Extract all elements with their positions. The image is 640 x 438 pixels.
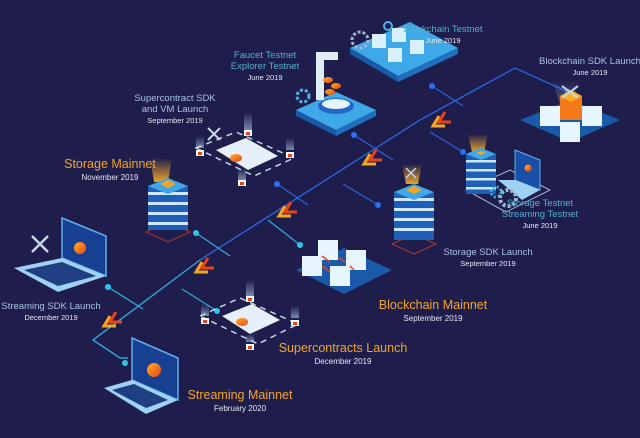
chevron-arrow-icon bbox=[193, 257, 214, 274]
milestone-title: Blockchain SDK Launch bbox=[539, 56, 640, 67]
milestone-title-line: Storage Testnet bbox=[506, 198, 574, 209]
server-stack-icon bbox=[144, 158, 192, 243]
branch-blockchain-mainnet bbox=[267, 219, 301, 246]
milestone-date: June 2019 bbox=[522, 220, 558, 230]
milestone-date: December 2019 bbox=[314, 357, 372, 367]
timeline-trunk-lower bbox=[91, 259, 201, 359]
milestone-title-line: Explorer Testnet bbox=[230, 60, 300, 72]
milestone-storage-mainnet: Storage Mainnet November 2019 bbox=[55, 157, 165, 183]
milestone-date: September 2019 bbox=[147, 115, 203, 125]
timeline-trunk-upper bbox=[199, 67, 569, 261]
milestone-title-line: Faucet Testnet bbox=[233, 50, 297, 61]
branch-storage-streaming bbox=[429, 131, 464, 153]
milestone-blockchain-sdk-launch: Blockchain SDK Launch June 2019 bbox=[530, 56, 640, 78]
milestone-date: June 2019 bbox=[425, 35, 461, 45]
milestone-storage-streaming-testnet: Storage Testnet Streaming Testnet June 2… bbox=[485, 198, 595, 230]
blockchain-cubes-tools-icon bbox=[520, 80, 620, 142]
milestone-date: September 2019 bbox=[460, 258, 516, 268]
milestone-title: Streaming SDK Launch bbox=[1, 301, 101, 312]
node-dot bbox=[460, 149, 466, 155]
branch-supercontracts bbox=[181, 288, 218, 312]
branch-faucet bbox=[353, 134, 394, 161]
blockchain-platform-icon bbox=[350, 21, 458, 82]
branch-storage-sdk bbox=[342, 183, 379, 206]
milestone-date: February 2020 bbox=[213, 404, 267, 414]
node-dot bbox=[375, 202, 381, 208]
milestone-faucet-explorer-testnet: Faucet Testnet Explorer Testnet June 201… bbox=[210, 50, 320, 82]
milestone-title: Blockchain Mainnet bbox=[378, 298, 488, 312]
milestone-blockchain-testnet: Blockchain Testnet June 2019 bbox=[383, 24, 503, 46]
milestone-supercontract-sdk-vm-launch: Supercontract SDK and VM Launch Septembe… bbox=[120, 93, 230, 125]
milestone-date: June 2019 bbox=[572, 67, 608, 77]
milestone-streaming-mainnet: Streaming Mainnet February 2020 bbox=[180, 388, 300, 414]
milestone-title-line: Supercontract SDK bbox=[134, 93, 216, 104]
chevron-arrow-icon bbox=[361, 149, 382, 166]
node-dot bbox=[429, 83, 435, 89]
node-dot bbox=[297, 242, 303, 248]
milestone-streaming-sdk-launch: Streaming SDK Launch December 2019 bbox=[0, 301, 102, 323]
milestone-title: Supercontracts Launch bbox=[278, 341, 408, 355]
milestone-title: Storage Mainnet bbox=[64, 157, 156, 171]
milestone-title-line: and VM Launch bbox=[141, 103, 209, 115]
milestone-date: December 2019 bbox=[24, 312, 78, 322]
supercontract-scroll-icon bbox=[198, 280, 300, 350]
milestone-title: Storage SDK Launch bbox=[443, 247, 533, 258]
blockchain-cubes-icon bbox=[296, 240, 392, 294]
node-dot bbox=[274, 181, 280, 187]
milestone-title: Streaming Mainnet bbox=[187, 388, 293, 402]
milestone-title-line: Streaming Testnet bbox=[501, 208, 579, 220]
laptop-stream-icon bbox=[104, 336, 179, 414]
branch-streaming-sdk bbox=[107, 286, 144, 310]
branch-blockchain-testnet bbox=[431, 85, 464, 107]
direction-arrows bbox=[101, 111, 451, 328]
chevron-arrow-icon bbox=[276, 201, 297, 218]
laptop-tools-icon bbox=[14, 216, 107, 292]
node-dot bbox=[193, 230, 199, 236]
branch-supercontract-sdk bbox=[276, 183, 309, 206]
server-stack-tools-icon bbox=[390, 164, 438, 255]
milestone-supercontracts-launch: Supercontracts Launch December 2019 bbox=[268, 341, 418, 367]
chevron-arrow-icon bbox=[101, 311, 122, 328]
milestone-blockchain-mainnet: Blockchain Mainnet September 2019 bbox=[368, 298, 498, 324]
milestone-title: Blockchain Testnet bbox=[403, 24, 483, 35]
supercontract-scroll-tools-icon bbox=[194, 112, 296, 186]
milestone-date: September 2019 bbox=[403, 314, 463, 324]
milestone-date: June 2019 bbox=[247, 72, 283, 82]
server-laptop-gears-icon bbox=[464, 134, 552, 213]
node-dot bbox=[122, 360, 128, 366]
faucet-coins-icon bbox=[295, 52, 376, 136]
node-dot bbox=[105, 284, 111, 290]
branch-storage-mainnet bbox=[195, 232, 231, 257]
node-dot bbox=[351, 132, 357, 138]
chevron-arrow-icon bbox=[430, 111, 451, 128]
milestone-storage-sdk-launch: Storage SDK Launch September 2019 bbox=[433, 247, 543, 269]
milestone-date: November 2019 bbox=[81, 173, 139, 183]
